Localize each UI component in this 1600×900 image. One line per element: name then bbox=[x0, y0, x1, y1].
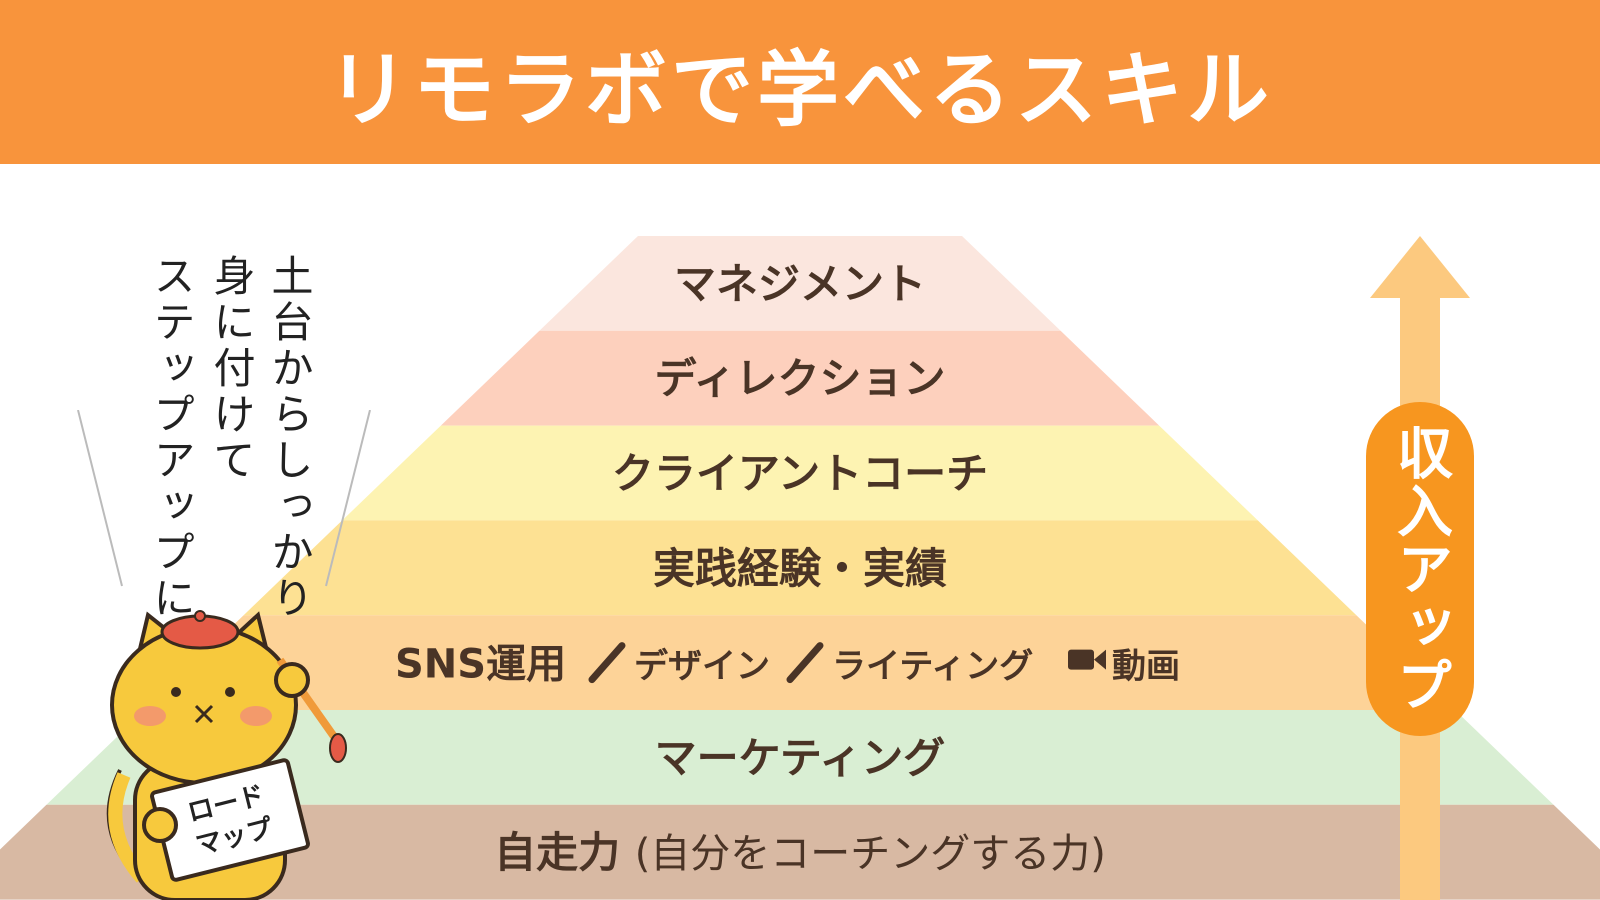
arrow-head bbox=[1370, 236, 1470, 298]
pyramid-layer-5 bbox=[145, 615, 1455, 710]
pyramid-layer-label: 実践経験・実績 bbox=[653, 544, 947, 593]
note-line-1: 土台からしっかり bbox=[265, 254, 314, 622]
cat-mascot: ロード マップ bbox=[106, 610, 347, 900]
skill-label: デザイン bbox=[634, 647, 770, 687]
pyramid-layer-6 bbox=[46, 710, 1554, 805]
pyramid-layer-label: ディレクション bbox=[654, 354, 945, 403]
skill-label: 動画 bbox=[1112, 647, 1180, 687]
income-up-label: 収入アップ bbox=[1387, 424, 1453, 714]
title-banner: リモラボで学べるスキル bbox=[0, 0, 1600, 164]
income-up-badge: 収入アップ bbox=[1366, 402, 1474, 736]
video-camera-icon bbox=[1068, 649, 1106, 670]
page-title: リモラボで学べるスキル bbox=[326, 42, 1273, 138]
note-line-2: 身に付けて bbox=[207, 254, 256, 484]
pyramid-layer-1 bbox=[539, 236, 1061, 331]
emphasis-lines bbox=[77, 410, 371, 587]
pen-icon bbox=[588, 642, 626, 684]
note-line-3: ステップアップにゃ bbox=[147, 254, 196, 668]
pyramid-layer-label: クライアントコーチ bbox=[612, 449, 988, 498]
skill-label: ライティング bbox=[832, 647, 1033, 687]
pyramid-layer-7 bbox=[0, 804, 1600, 900]
pyramid-layer-label: 自走力 (自分をコーチングする力) bbox=[494, 828, 1106, 877]
pyramid-layer-4 bbox=[243, 520, 1357, 616]
pyramid-layer-2 bbox=[440, 330, 1160, 426]
pen-icon bbox=[786, 642, 824, 684]
pyramid-layer-label: マネジメント bbox=[674, 259, 926, 308]
pyramid-layer-label: SNS運用 bbox=[395, 642, 566, 688]
pyramid-layer-label: マーケティング bbox=[655, 733, 946, 782]
pyramid-layer-3 bbox=[342, 425, 1258, 521]
